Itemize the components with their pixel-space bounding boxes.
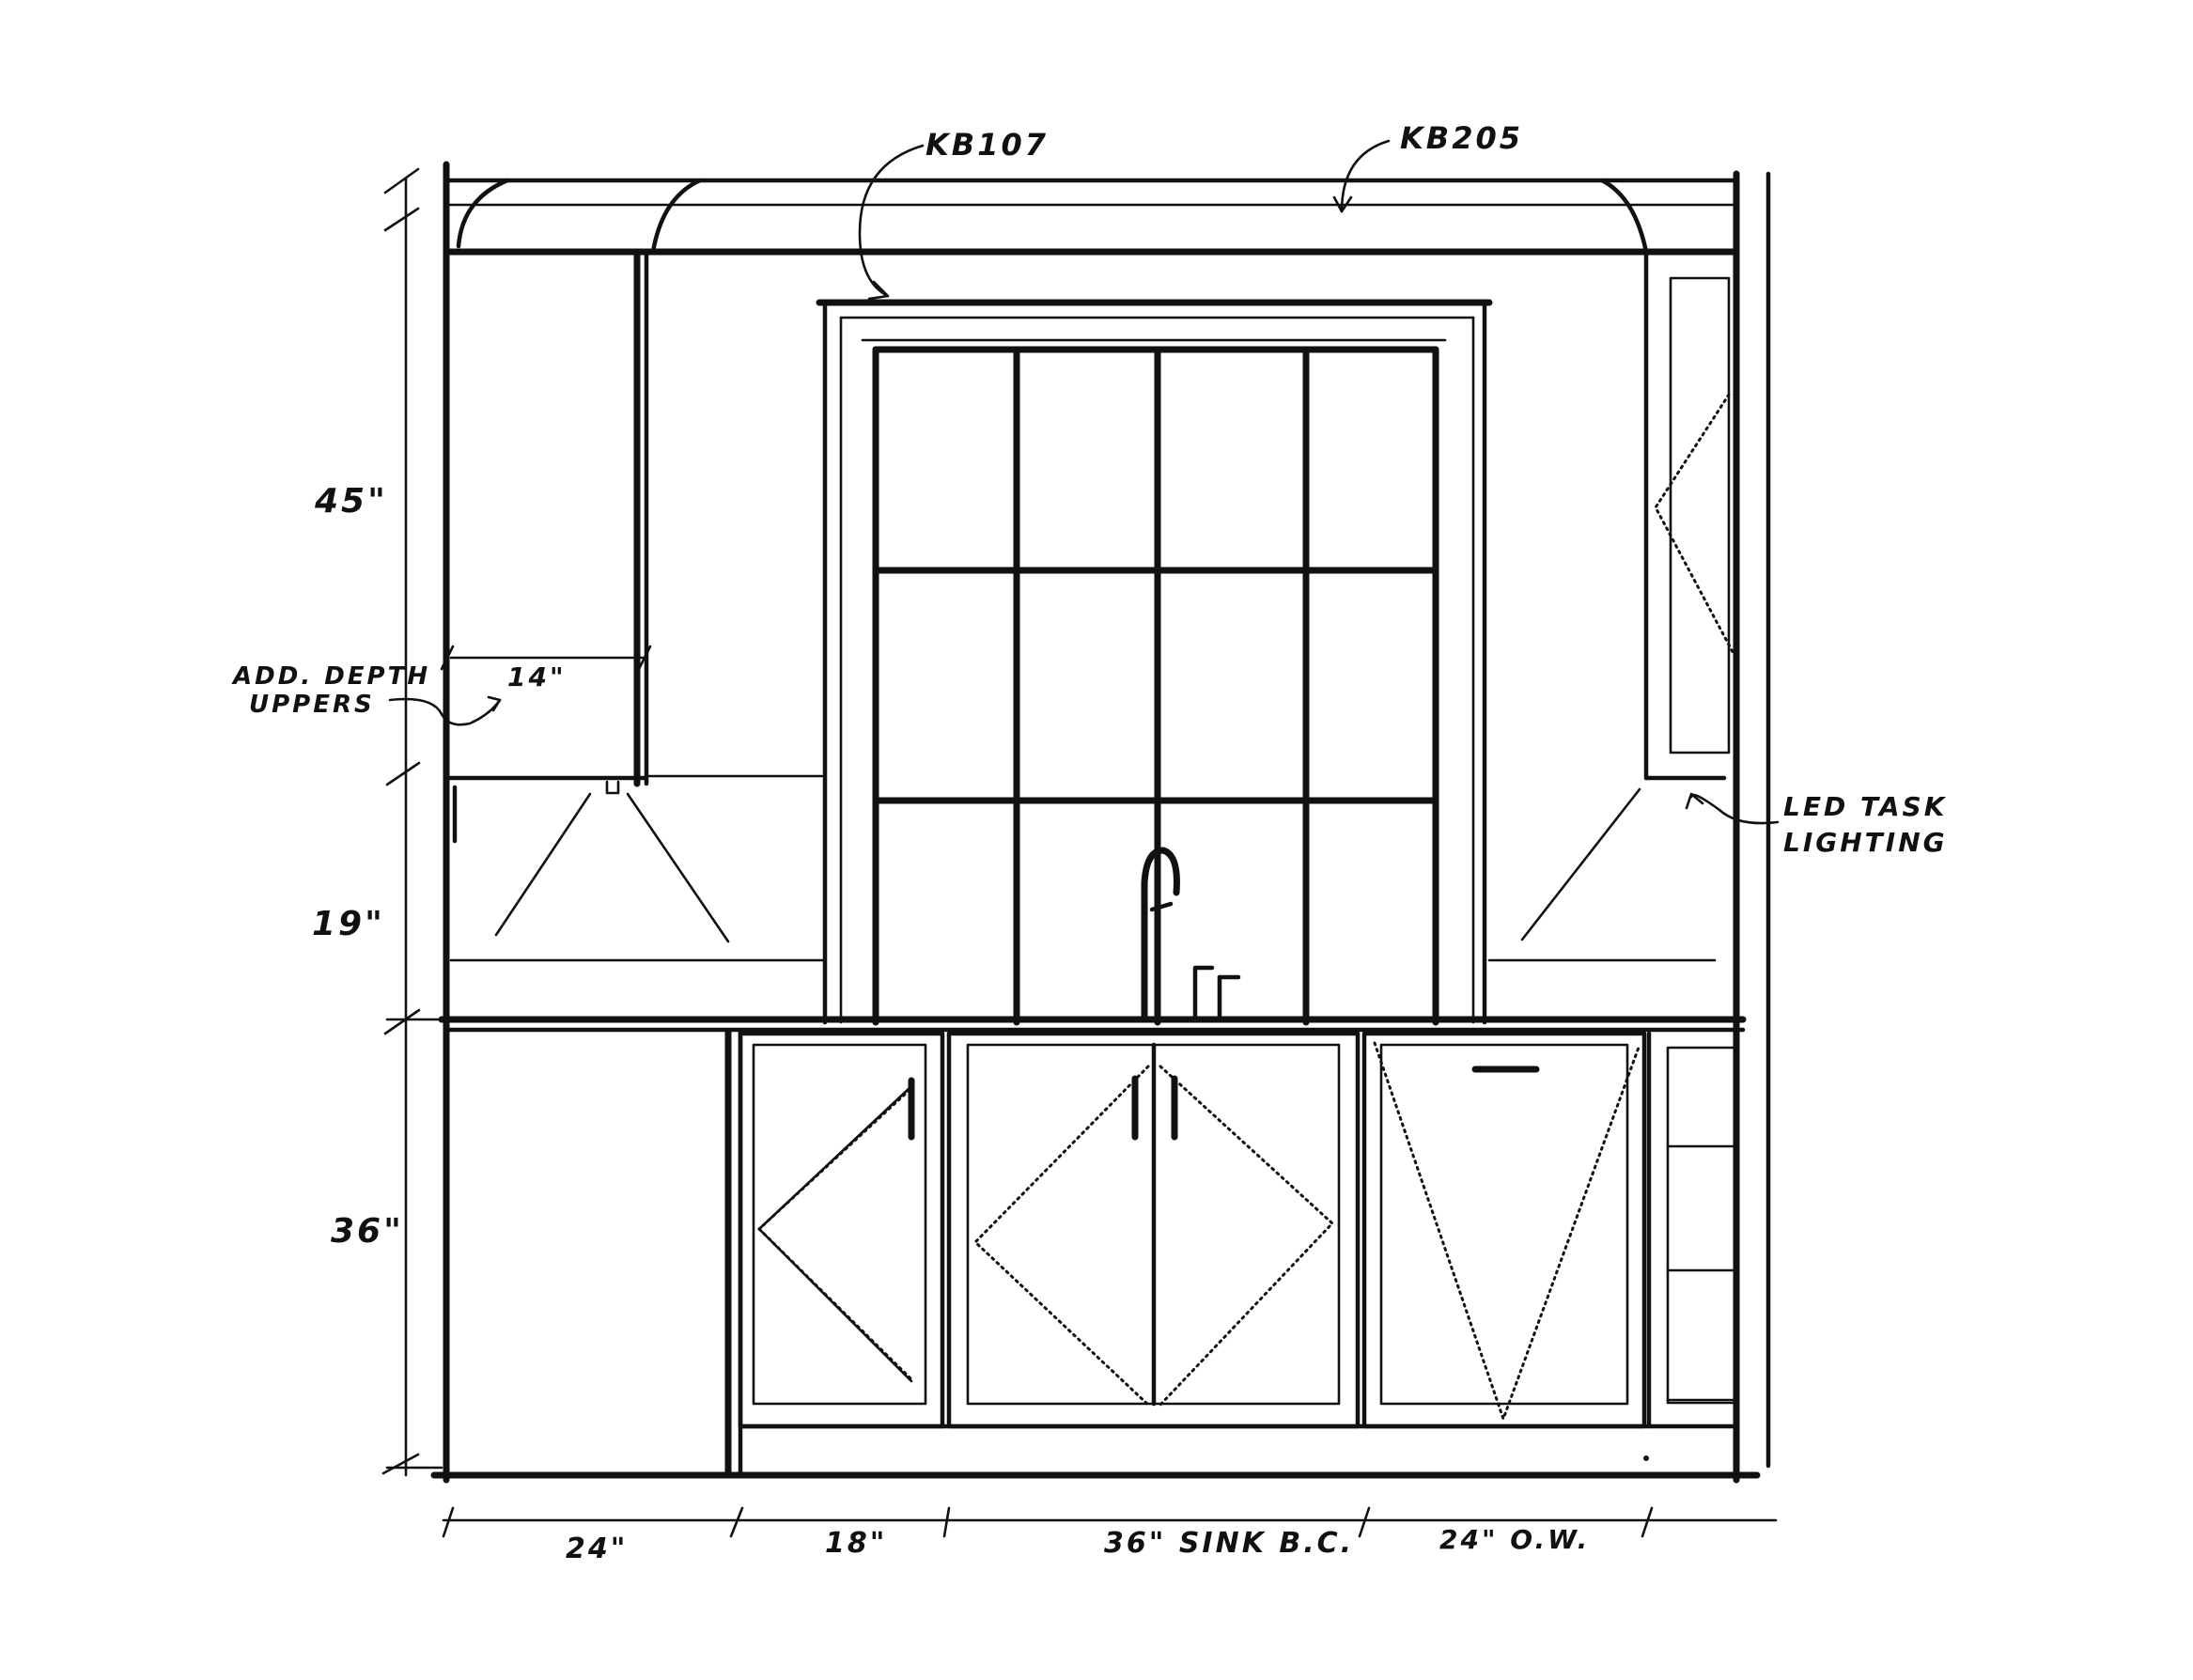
upper-height-label: 45" (314, 482, 388, 521)
right-end-cabinet (738, 1031, 1739, 1461)
window-unit (816, 299, 1493, 1026)
oven-width-label: 24" O.W. (1439, 1524, 1590, 1555)
left-upper-cabinet (440, 248, 652, 844)
oven-cabinet (1361, 1031, 1647, 1429)
sink-base-cabinet (946, 1031, 1361, 1429)
window-code-label: KB107 (925, 127, 1049, 163)
upper-note-line1: ADD. DEPTH (231, 662, 430, 691)
sink-base-width-label: 36" SINK B.C. (1104, 1527, 1354, 1560)
left-base-width-label: 24" (566, 1532, 628, 1565)
crown-molding (443, 178, 1740, 256)
crown-code-label: KB205 (1400, 120, 1523, 156)
lighting-label-line2: LIGHTING (1783, 827, 1948, 858)
backsplash-height-label: 19" (312, 905, 385, 943)
horizontal-dimension-line (442, 1506, 1778, 1538)
lighting-label-line1: LED TASK (1783, 791, 1947, 822)
faucet-icon (1141, 847, 1241, 1020)
upper-depth-label: 14" (507, 661, 567, 692)
upper-note-line2: UPPERS (249, 691, 375, 719)
drawer-base-width-label: 18" (825, 1527, 887, 1560)
vertical-dimension-line (381, 167, 443, 1477)
countertop (438, 1016, 1747, 1033)
drawer-base-cabinet (738, 1031, 945, 1429)
right-upper-cabinet (1487, 249, 1740, 962)
task-light-cone-left (449, 774, 827, 962)
callout-arrows (388, 139, 1780, 825)
base-height-label: 36" (331, 1212, 404, 1251)
